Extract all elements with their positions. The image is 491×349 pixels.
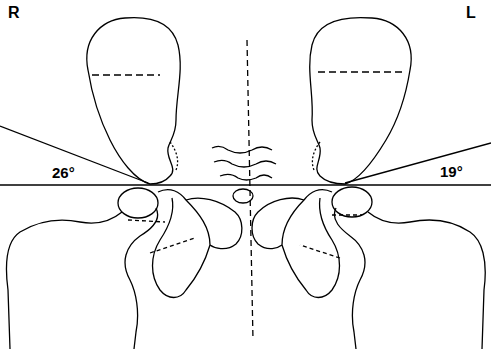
angle-line [0,126,148,183]
side-marker: L [466,4,476,22]
femur [87,18,180,184]
sacrum [212,146,272,153]
ischium [153,190,211,298]
femoral-head-ossification [332,187,372,217]
reference-line [332,214,362,215]
proximal-femur [368,212,485,349]
pubis [252,198,304,249]
angle-value: 26° [52,165,75,182]
ischium [282,190,340,298]
reference-line [300,245,340,258]
sacrum [220,174,272,180]
proximal-femur [334,208,365,349]
width-line [318,71,405,72]
side-marker: R [8,4,20,22]
sacrum [214,160,276,167]
femoral-head-ossification [118,188,158,218]
width-line [92,74,160,75]
proximal-femur [7,212,123,349]
reference-line [128,220,165,222]
coccyx [233,189,253,203]
cartilage-outline [170,142,178,170]
femur [310,18,411,184]
horizontal-reference-line [0,184,491,186]
angle-value: 19° [440,164,463,181]
proximal-femur [125,208,158,349]
angle-line [345,143,491,183]
reference-line [150,238,195,253]
cartilage-outline [312,142,320,170]
pubis [186,198,242,249]
